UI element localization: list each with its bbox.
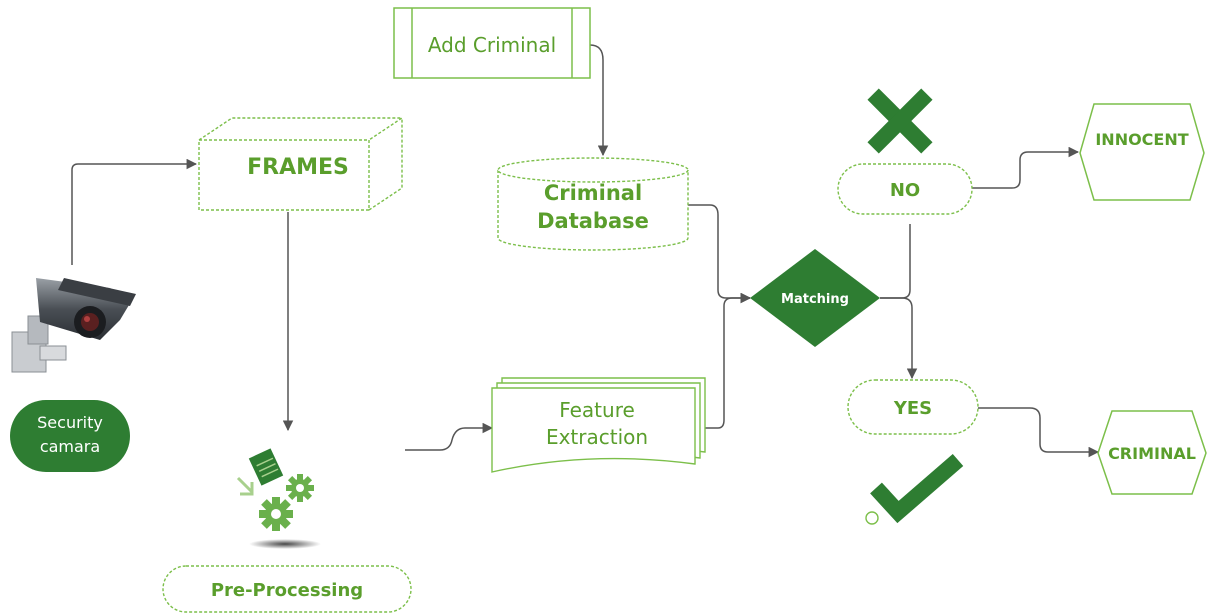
arrow-camera-to-frames: [71, 158, 198, 265]
yes-node: YES: [847, 379, 979, 435]
check-icon: [865, 453, 964, 525]
feature-extraction-node: Feature Extraction: [491, 377, 706, 473]
criminal-database-node: Criminal Database: [497, 157, 689, 251]
cross-icon: [867, 88, 933, 154]
innocent-label: INNOCENT: [1095, 130, 1188, 149]
arrow-yes-to-criminal: [978, 407, 1100, 458]
arrow-addcriminal-to-database: [589, 44, 609, 157]
criminal-database-label-1: Criminal: [544, 181, 642, 205]
arrow-preprocessing-to-feature: [405, 422, 494, 451]
arrow-matching-to-yes: [880, 297, 918, 380]
gears-icon: [236, 448, 321, 549]
connectors: [71, 44, 1100, 458]
security-camera-label-1: Security: [37, 413, 103, 432]
frames-label: FRAMES: [247, 155, 349, 180]
line-matching-to-no: [880, 224, 911, 299]
criminal-node: CRIMINAL: [1097, 410, 1207, 495]
arrow-feature-to-matching: [705, 292, 752, 429]
no-label: NO: [890, 180, 920, 201]
criminal-label: CRIMINAL: [1108, 444, 1196, 463]
arrow-database-to-matching: [688, 204, 752, 304]
yes-label: YES: [893, 398, 932, 419]
frames-node: FRAMES: [198, 117, 405, 211]
pre-processing-label: Pre-Processing: [211, 580, 363, 601]
security-camera-icon: [11, 278, 136, 373]
matching-node: Matching: [750, 249, 880, 347]
no-node: NO: [837, 163, 973, 215]
pre-processing-node: Pre-Processing: [162, 565, 412, 613]
innocent-node: INNOCENT: [1079, 103, 1205, 201]
arrow-no-to-innocent: [972, 146, 1080, 189]
feature-extraction-label-1: Feature: [559, 398, 635, 422]
add-criminal-node: Add Criminal: [393, 7, 591, 79]
feature-extraction-label-2: Extraction: [546, 425, 648, 449]
security-camera-label-2: camara: [40, 437, 100, 456]
add-criminal-label: Add Criminal: [428, 33, 556, 57]
criminal-database-label-2: Database: [537, 209, 649, 233]
matching-label: Matching: [781, 292, 849, 307]
security-camera-badge: Security camara: [10, 400, 130, 472]
